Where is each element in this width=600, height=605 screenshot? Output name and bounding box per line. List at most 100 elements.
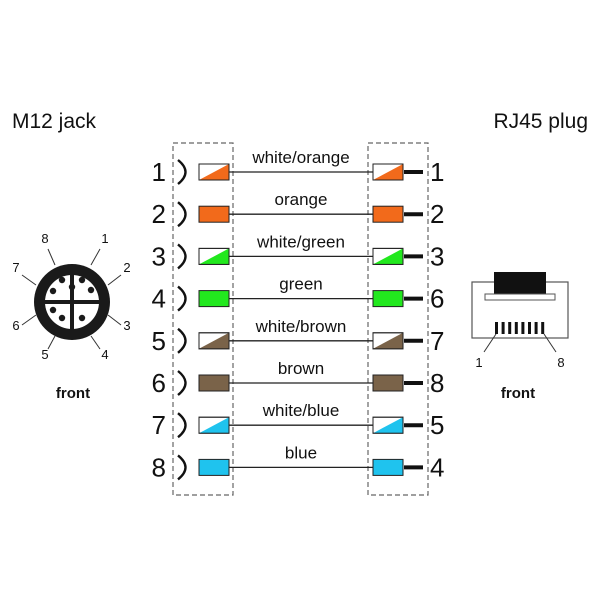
m12-socket-contact: [177, 285, 187, 312]
m12-pin-number: 6: [152, 368, 166, 398]
m12-pin-label: 2: [123, 260, 130, 275]
rj45-pin1-leader: [483, 333, 497, 353]
rj45-wire-end-block: [372, 290, 404, 308]
wire-color-label: green: [279, 275, 322, 294]
m12-horizontal-key: [45, 300, 99, 304]
rj45-wire-end-block: [372, 205, 404, 223]
m12-front-caption: front: [56, 385, 90, 402]
m12-pin-hole: [68, 283, 76, 291]
wire-color-label: white/orange: [251, 148, 349, 167]
m12-wire-end-block: [198, 205, 230, 223]
m12-wire-stripe: [199, 164, 229, 180]
wire-color-label: blue: [285, 443, 317, 462]
m12-pin-label: 6: [12, 318, 19, 333]
rj45-wire-end-block: [372, 374, 404, 392]
m12-wire-end-outline: [198, 163, 230, 181]
m12-pin-leader: [107, 274, 122, 286]
m12-socket-contact: [177, 243, 187, 270]
m12-pin-number: 4: [152, 284, 166, 314]
m12-pin-number: 7: [152, 410, 166, 440]
m12-pin-label: 1: [101, 231, 108, 246]
m12-pin-label: 5: [41, 347, 48, 362]
rj45-latch: [494, 272, 546, 294]
rj45-contact: [514, 322, 518, 334]
m12-pin-number: 2: [152, 199, 166, 229]
wire-color-label: white/blue: [262, 401, 340, 420]
m12-socket-contact: [177, 201, 187, 228]
m12-pin-holes: [49, 276, 95, 322]
m12-socket-contact: [177, 327, 187, 354]
m12-pin-label: 4: [101, 347, 108, 362]
rj45-pin-number: 8: [430, 368, 444, 398]
rj45-contact: [508, 322, 512, 334]
m12-pin-hole: [58, 276, 66, 284]
rj45-pin-label-8: 8: [557, 355, 564, 370]
m12-pin-leader: [47, 248, 56, 266]
m12-pin-hole: [78, 276, 86, 284]
m12-wire-stripe: [199, 248, 229, 265]
rj45-wire-stripe: [373, 164, 403, 180]
m12-wire-end-outline: [198, 332, 230, 350]
rj45-contacts: [495, 322, 545, 334]
wire-color-label: orange: [275, 190, 328, 209]
rj45-pin-label-1: 1: [475, 355, 482, 370]
m12-pin-leader: [21, 274, 37, 286]
wire-row: 6 brown 8: [152, 359, 445, 398]
rj45-pin-number: 3: [430, 241, 444, 271]
rj45-pin8-leader: [543, 333, 557, 353]
rj45-contact: [534, 322, 538, 334]
wire-row: 4 green 6: [152, 275, 445, 314]
rj45-wire-stripe: [373, 417, 403, 434]
wire-color-label: white/green: [256, 232, 345, 251]
rj45-contact: [528, 322, 531, 334]
m12-wire-end-block: [198, 374, 230, 392]
m12-pin-hole: [78, 314, 86, 322]
m12-wire-stripe: [199, 417, 229, 434]
m12-pin-label: 7: [12, 260, 19, 275]
rj45-wire-end-outline: [372, 416, 404, 434]
m12-pin-label: 3: [123, 318, 130, 333]
wire-row: 8 blue 4: [152, 443, 445, 482]
wire-row: 2 orange 2: [152, 190, 445, 229]
rj45-wire-end-outline: [372, 332, 404, 350]
rj45-housing-outline: [367, 142, 429, 496]
m12-socket-contact: [177, 412, 187, 439]
rj45-wire-end-outline: [372, 163, 404, 181]
rj45-pin-number: 4: [430, 452, 444, 482]
wire-color-label: brown: [278, 359, 324, 378]
m12-wire-stripe: [199, 332, 229, 349]
wire-color-label: white/brown: [255, 317, 347, 336]
rj45-contact: [541, 322, 545, 334]
m12-pin-label: 8: [41, 231, 48, 246]
m12-pin-leader: [107, 314, 122, 326]
rj45-pin-number: 1: [430, 157, 444, 187]
m12-pin-leader: [90, 248, 101, 266]
m12-pin-number: 5: [152, 326, 166, 356]
rj45-wire-stripe: [373, 332, 403, 349]
m12-pin-hole: [58, 314, 66, 322]
rj45-contact: [521, 322, 525, 334]
m12-wire-end-block: [198, 458, 230, 476]
rj45-pin-number: 2: [430, 199, 444, 229]
m12-wire-end-outline: [198, 247, 230, 265]
rj45-pin-number: 6: [430, 284, 444, 314]
rj45-plug-title: RJ45 plug: [493, 110, 588, 133]
m12-wire-end-outline: [198, 416, 230, 434]
rj45-plug-front: 1 8: [471, 272, 569, 370]
rj45-wire-end-block: [372, 458, 404, 476]
m12-socket-contact: [177, 159, 187, 185]
m12-housing-outline: [172, 142, 234, 496]
rj45-latch-base: [484, 293, 556, 301]
m12-pin-number: 1: [152, 157, 166, 187]
m12-pin-leader: [47, 335, 56, 350]
m12-pin-hole: [49, 287, 57, 295]
rj45-contact: [495, 322, 498, 334]
m12-pin-hole: [49, 306, 57, 314]
rj45-contact: [501, 322, 505, 334]
m12-pin-number: 8: [152, 452, 166, 482]
m12-wire-end-block: [198, 290, 230, 308]
